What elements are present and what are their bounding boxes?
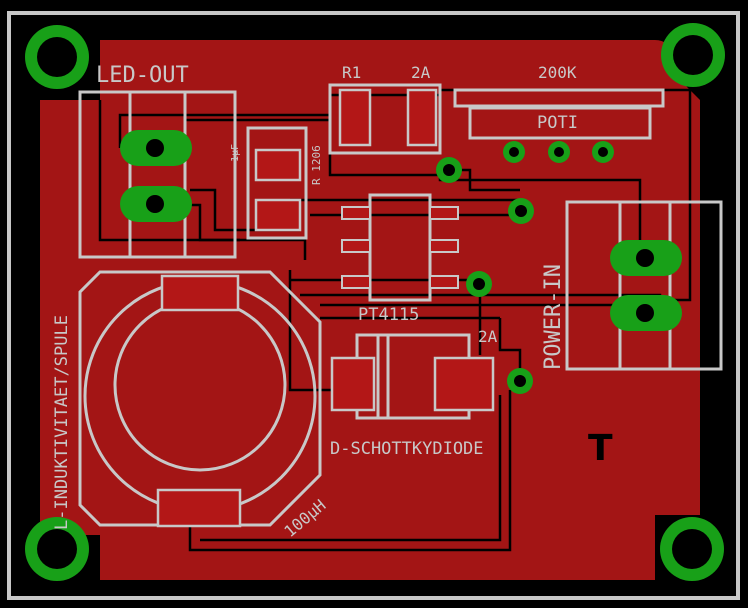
- board-outline: [7, 11, 740, 600]
- mounting-hole-bottom-right-drill: [672, 529, 712, 569]
- t-mark: T: [588, 428, 613, 469]
- inductor: [78, 270, 322, 528]
- copper-pour: [40, 40, 700, 580]
- led-out-label: LED-OUT: [96, 63, 189, 88]
- vias: [436, 157, 534, 394]
- diode-label: D-SCHOTTKYDIODE: [330, 439, 484, 459]
- led-out-connector: [78, 90, 237, 259]
- capacitor-value-label: 1µF: [230, 144, 241, 162]
- r1-rating-label: 2A: [411, 63, 431, 82]
- power-in-connector: [565, 200, 723, 371]
- poti-label: POTI: [537, 113, 578, 133]
- schottky-diode: [330, 333, 495, 420]
- r1-label: R1: [342, 63, 361, 82]
- capacitor-package-label: R 1206: [310, 145, 323, 185]
- ic-label: PT4115: [358, 305, 419, 325]
- mounting-holes: [25, 23, 725, 581]
- capacitor-outline: [246, 126, 308, 240]
- r1-resistor: [328, 83, 442, 155]
- mounting-hole-top-left-drill: [37, 37, 77, 77]
- potentiometer: [453, 88, 665, 163]
- diode-rating-label: 2A: [478, 327, 498, 346]
- inductor-name-label: L-INDUKTIVITAET/SPULE: [52, 315, 72, 530]
- pt4115-ic: [341, 193, 459, 302]
- mounting-hole-top-right-drill: [673, 35, 713, 75]
- mounting-hole-bottom-left-drill: [37, 529, 77, 569]
- power-in-label: POWER-IN: [541, 264, 566, 370]
- pot-value-label: 200K: [538, 63, 577, 82]
